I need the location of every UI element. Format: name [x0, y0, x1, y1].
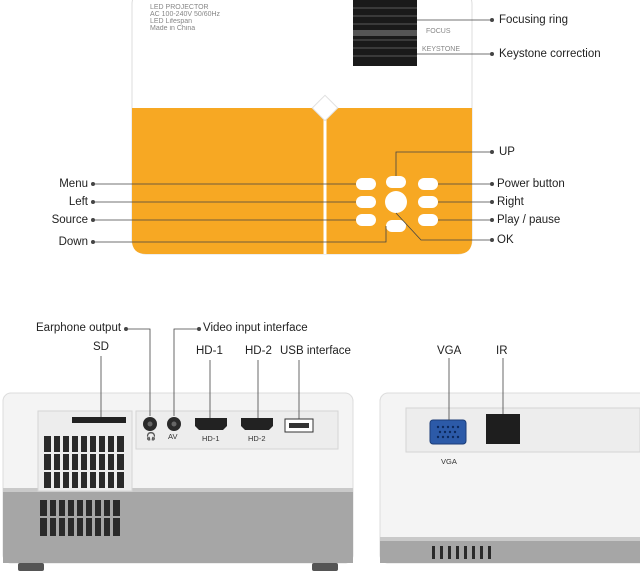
vent-grille	[44, 436, 124, 488]
label-vga: VGA	[437, 345, 462, 357]
port-label-av: AV	[168, 432, 178, 441]
fine-print-line: Made in China	[150, 25, 196, 32]
fine-print-line: AC 100-240V 50/60Hz	[150, 11, 221, 18]
menu-button[interactable]	[356, 178, 376, 190]
port-label-hd2: HD-2	[248, 434, 266, 443]
left-button[interactable]	[356, 196, 376, 208]
hd1-port[interactable]	[195, 418, 227, 430]
down-button[interactable]	[386, 220, 406, 232]
ok-button[interactable]	[385, 191, 407, 213]
label-play-pause: Play / pause	[497, 214, 561, 226]
keystone-label: KEYSTONE	[422, 46, 460, 53]
control-buttons	[356, 176, 438, 232]
label-source: Source	[51, 214, 88, 226]
label-video-input: Video input interface	[203, 322, 308, 334]
sd-slot[interactable]	[72, 417, 126, 423]
label-usb-interface: USB interface	[280, 345, 351, 357]
label-left: Left	[68, 196, 88, 208]
label-sd: SD	[93, 341, 109, 353]
projector-side-view	[379, 358, 640, 564]
play-pause-button[interactable]	[418, 214, 438, 226]
label-focusing-ring: Focusing ring	[499, 14, 569, 26]
source-button[interactable]	[356, 214, 376, 226]
focus-label: FOCUS	[426, 28, 451, 35]
projector-top-view	[91, 0, 494, 255]
label-ir: IR	[496, 345, 508, 357]
port-label-hd1: HD-1	[202, 434, 220, 443]
top-fine-print: LED PROJECTOR AC 100-240V 50/60Hz LED Li…	[150, 4, 300, 32]
label-earphone-output: Earphone output	[36, 322, 122, 334]
label-up: UP	[499, 146, 515, 158]
earphone-symbol: 🎧	[146, 432, 156, 441]
right-button[interactable]	[418, 196, 438, 208]
hd2-port[interactable]	[241, 418, 273, 430]
label-hd1: HD-1	[196, 345, 223, 357]
label-down: Down	[58, 236, 88, 248]
label-ok: OK	[497, 234, 514, 246]
ir-sensor	[486, 414, 520, 444]
label-right: Right	[497, 196, 524, 208]
up-button[interactable]	[386, 176, 406, 188]
port-label-vga: VGA	[441, 457, 457, 466]
side-vent	[432, 546, 491, 559]
label-keystone-correction: Keystone correction	[499, 48, 601, 60]
projector-rear-view	[2, 327, 354, 571]
fine-print-line: LED PROJECTOR	[150, 4, 209, 11]
label-power-button: Power button	[497, 178, 565, 190]
label-menu: Menu	[59, 178, 88, 190]
fine-print-line: LED Lifespan	[150, 18, 193, 25]
vga-port[interactable]	[429, 419, 467, 445]
label-hd2: HD-2	[245, 345, 272, 357]
power-button[interactable]	[418, 178, 438, 190]
